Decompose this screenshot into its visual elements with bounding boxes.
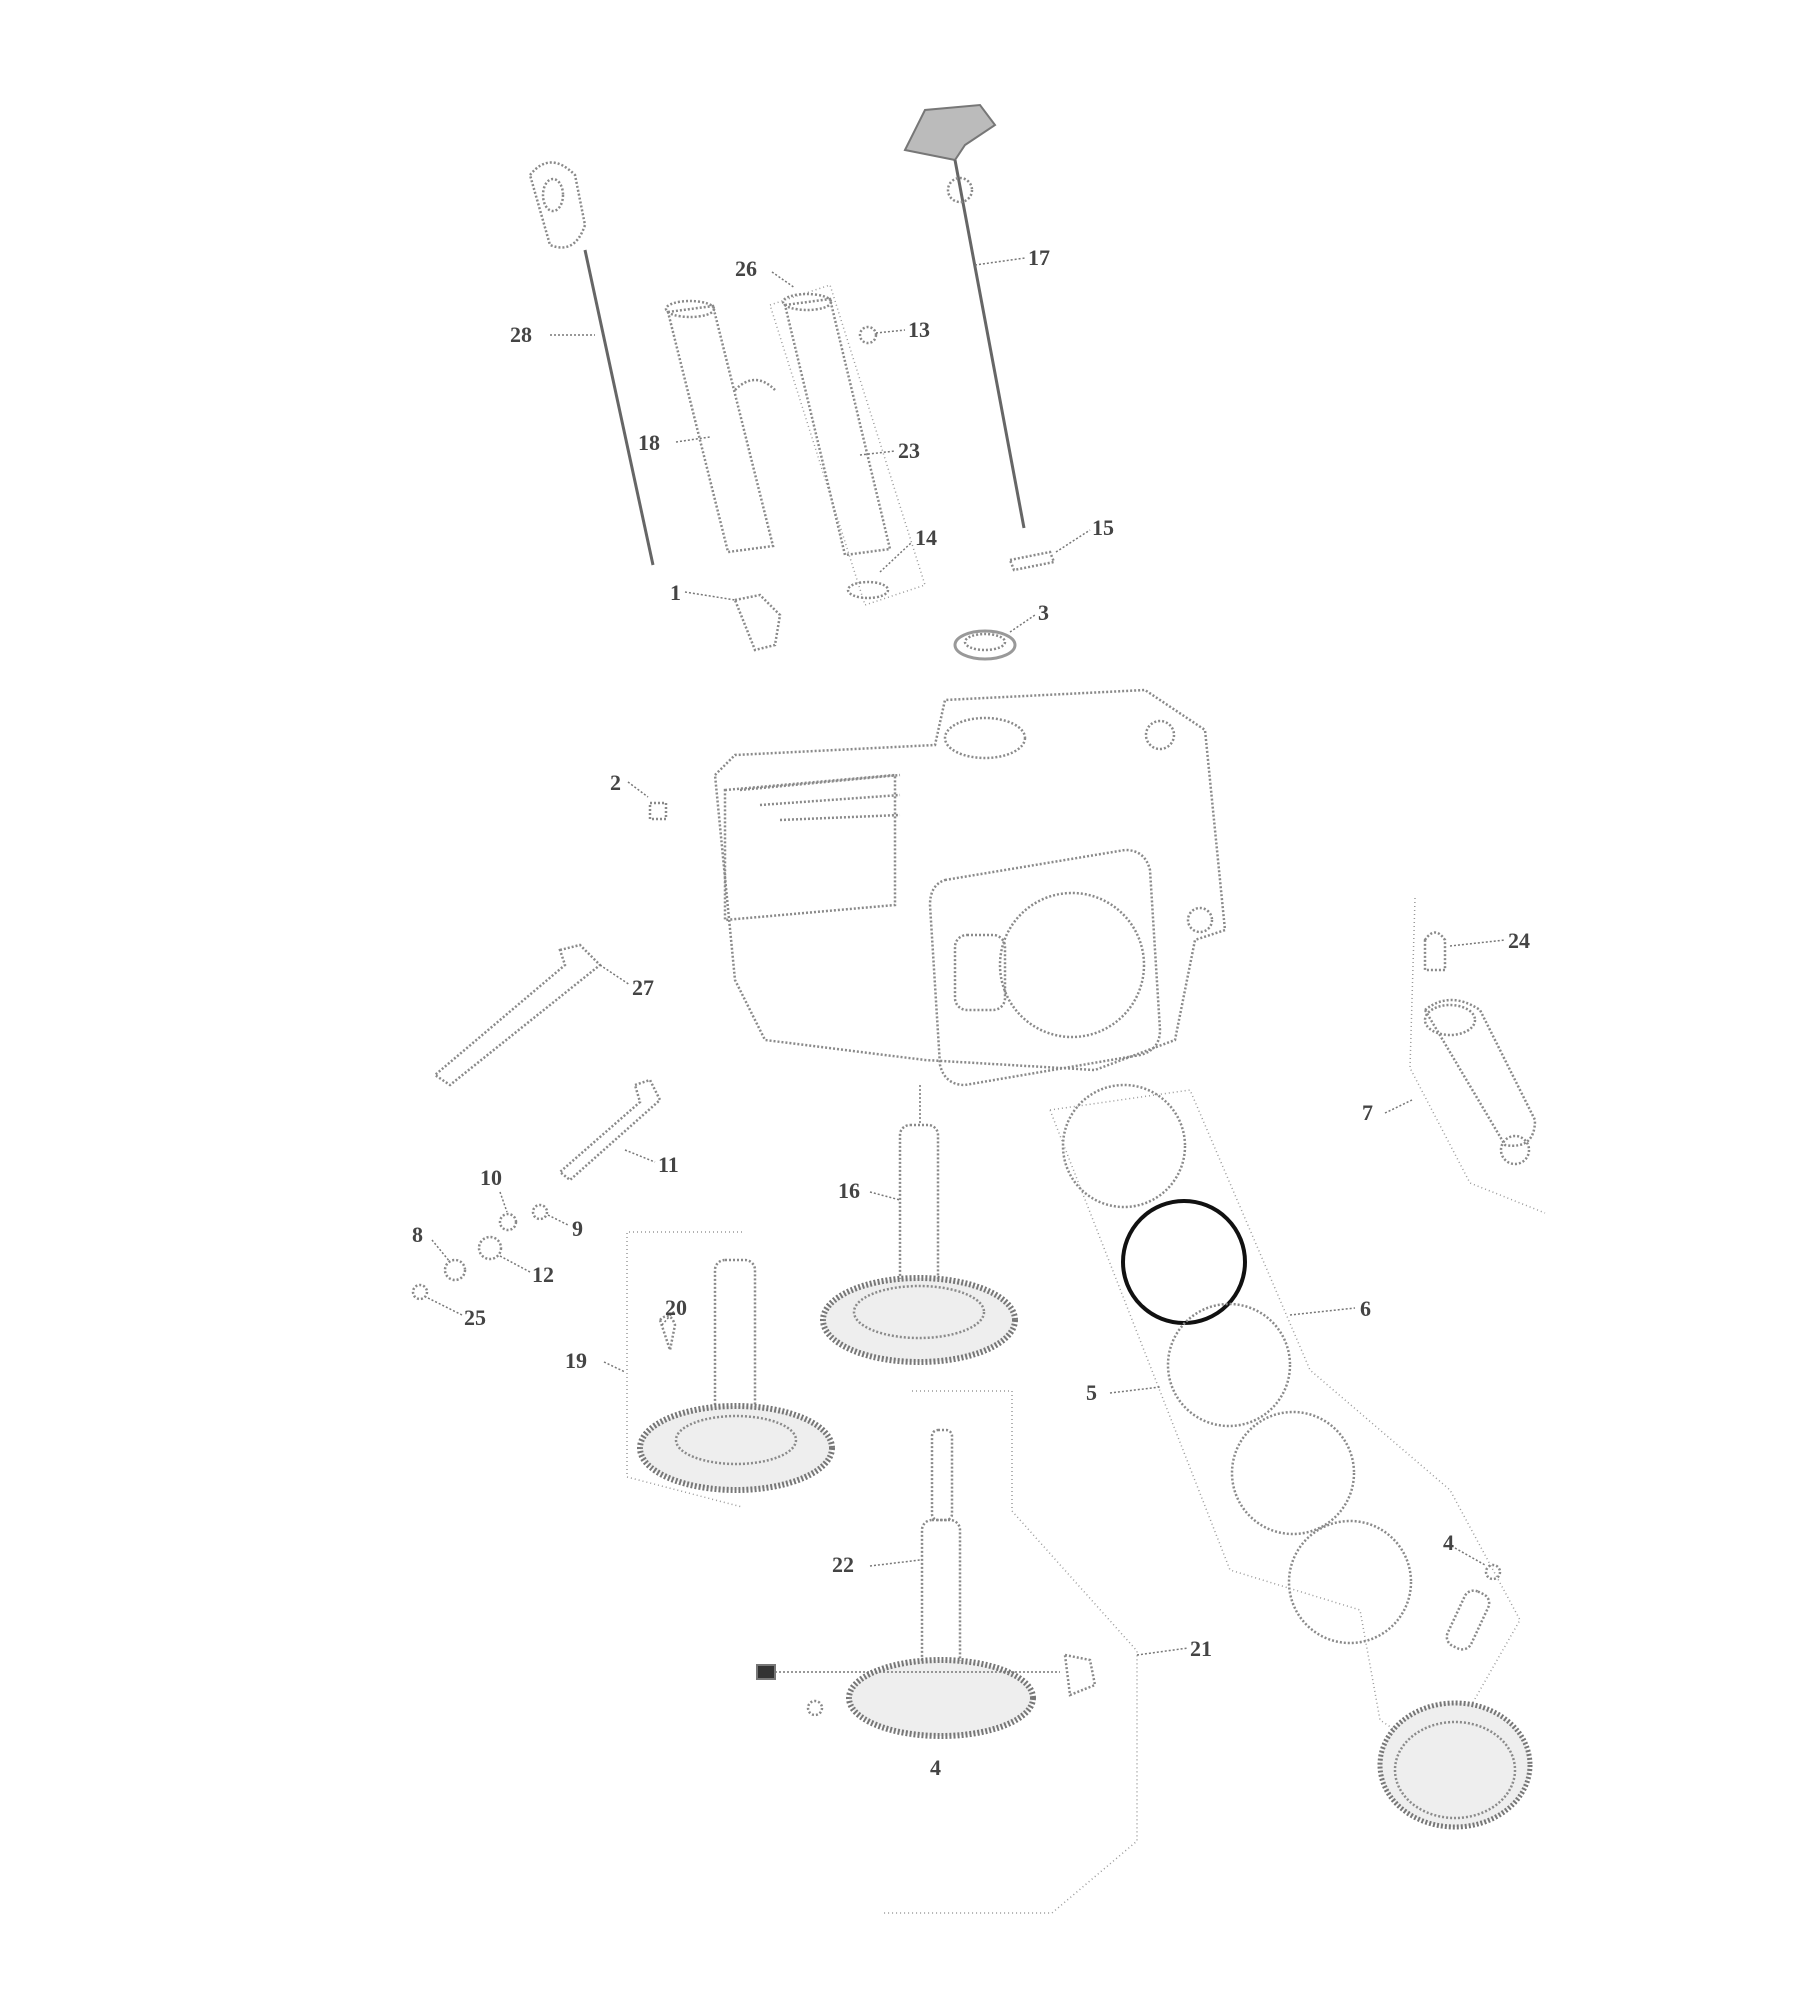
leader-26 — [771, 271, 796, 289]
callout-9: 9 — [572, 1216, 583, 1241]
callout-26: 26 — [735, 256, 757, 281]
callout-4: 4 — [1443, 1530, 1454, 1555]
callout-14: 14 — [915, 525, 937, 550]
callout-1: 1 — [670, 580, 681, 605]
washer-12 — [477, 1235, 503, 1261]
callout-5: 5 — [1086, 1380, 1097, 1405]
callout-8: 8 — [412, 1222, 423, 1247]
part-13 — [858, 325, 878, 345]
callout-17: 17 — [1028, 245, 1050, 270]
callout-3: 3 — [1038, 600, 1049, 625]
dipstick-tube-18 — [664, 299, 776, 554]
piston-ring-group-5 — [1048, 1083, 1533, 1830]
callout-24: 24 — [1508, 928, 1530, 953]
callout-7: 7 — [1362, 1100, 1373, 1125]
callout-25: 25 — [464, 1305, 486, 1330]
leader-13 — [875, 329, 906, 334]
callout-4-bottom: 4 — [930, 1755, 941, 1780]
camshaft-16 — [820, 1123, 1018, 1365]
leader-23 — [859, 450, 896, 456]
leader-8 — [431, 1239, 451, 1263]
connecting-rod-7 — [1409, 897, 1546, 1214]
callout-21: 21 — [1190, 1636, 1212, 1661]
bolt-25 — [411, 1283, 429, 1301]
leader-3 — [1009, 614, 1036, 633]
callout-16: 16 — [838, 1178, 860, 1203]
callout-2: 2 — [610, 770, 621, 795]
camshaft-assembly-19 — [626, 1231, 835, 1508]
leader-6 — [1289, 1307, 1356, 1316]
leader-22 — [869, 1559, 921, 1567]
callout-15: 15 — [1092, 515, 1114, 540]
leader-20 — [661, 1309, 676, 1326]
leader-18 — [675, 436, 711, 443]
callout-13: 13 — [908, 317, 930, 342]
leader-11 — [624, 1149, 656, 1163]
leader-21 — [1136, 1647, 1189, 1656]
leader-25 — [427, 1297, 463, 1316]
leader-10 — [499, 1191, 508, 1213]
dipstick-17 — [903, 103, 1026, 529]
part-15 — [1008, 550, 1056, 572]
dipstick-tube-23 — [769, 284, 926, 606]
nut-8 — [443, 1258, 467, 1282]
washer-9 — [531, 1203, 549, 1221]
callout-12: 12 — [532, 1262, 554, 1287]
leader-17 — [974, 257, 1026, 266]
leader-27 — [599, 964, 631, 986]
leader-19 — [603, 1361, 626, 1373]
bracket-1 — [733, 593, 782, 652]
callout-20: 20 — [665, 1295, 687, 1320]
callout-22: 22 — [832, 1552, 854, 1577]
callout-27: 27 — [632, 975, 654, 1000]
leader-5 — [1109, 1386, 1161, 1394]
leader-14 — [879, 541, 913, 573]
leader-24 — [1449, 939, 1506, 947]
leader-1 — [684, 591, 736, 601]
leader-16 — [869, 1191, 901, 1201]
leader-4 — [1454, 1547, 1486, 1566]
callout-6: 6 — [1360, 1296, 1371, 1321]
leader-15 — [1055, 529, 1091, 553]
lever-27 — [432, 943, 602, 1087]
callout-19: 19 — [565, 1348, 587, 1373]
crankcase-block — [713, 688, 1227, 1087]
rod-11 — [558, 1078, 662, 1182]
callout-28: 28 — [510, 322, 532, 347]
callout-18: 18 — [638, 430, 660, 455]
callout-23: 23 — [898, 438, 920, 463]
leader-7 — [1384, 1099, 1413, 1114]
dipstick-28 — [528, 161, 655, 566]
oil-seal-3 — [953, 629, 1017, 661]
callout-11: 11 — [658, 1152, 679, 1177]
leader-2 — [627, 781, 649, 798]
governor-assembly-21 — [756, 1390, 1138, 1914]
leader-12 — [499, 1255, 531, 1273]
callout-10: 10 — [480, 1165, 502, 1190]
plug-2 — [648, 801, 668, 821]
leader-9 — [547, 1214, 569, 1226]
washer-10 — [498, 1212, 518, 1232]
